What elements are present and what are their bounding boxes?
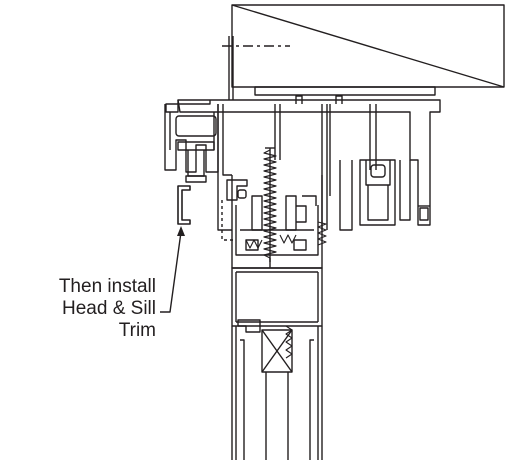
hidden-line	[221, 200, 234, 241]
head-sill-trim	[177, 185, 191, 225]
annotation-line-1: Then install	[58, 276, 156, 297]
main-frame-profile	[164, 95, 441, 231]
annotation-line-2: Head & Sill	[62, 298, 156, 319]
weatherstrip	[245, 221, 327, 359]
screw	[263, 147, 277, 268]
header-block	[222, 4, 505, 100]
leader-arrow	[160, 226, 185, 313]
annotation-line-3: Trim	[118, 320, 156, 341]
glazing-bead-and-glass	[231, 267, 323, 460]
install-instruction-label: Then install Head & Sill Trim	[59, 276, 156, 342]
